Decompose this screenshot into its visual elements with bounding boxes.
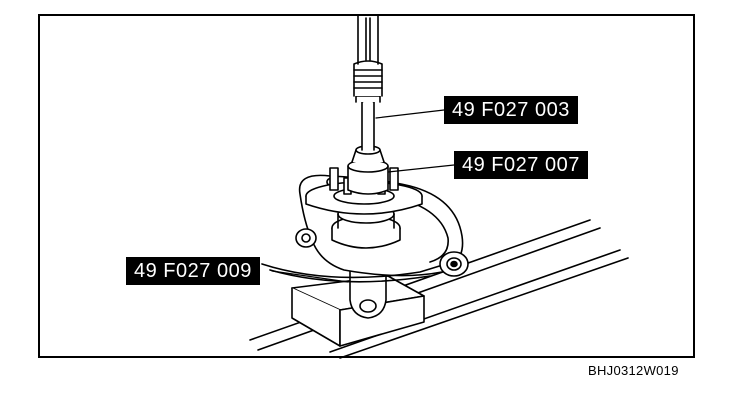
shaft-tool xyxy=(353,15,383,151)
leader-lines xyxy=(271,109,455,283)
drawing-code: BHJ0312W019 xyxy=(588,363,679,378)
hub-tool xyxy=(347,145,389,195)
bushing xyxy=(439,251,469,277)
callout-shaft-tool: 49 F027 003 xyxy=(444,96,578,124)
illustration-frame xyxy=(38,14,695,358)
callout-hub-tool: 49 F027 007 xyxy=(454,151,588,179)
callout-support-tool: 49 F027 009 xyxy=(126,257,260,285)
